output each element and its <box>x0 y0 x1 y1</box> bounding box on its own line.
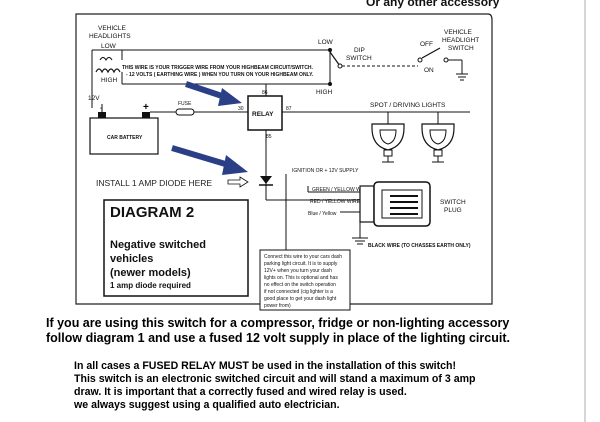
dip-switch-lever <box>329 51 341 67</box>
diode-icon <box>260 176 272 184</box>
twelve-volt-label: 12V <box>88 95 100 102</box>
dip-switch-label-2: SWITCH <box>346 55 372 62</box>
legend-line-2: vehicles <box>110 253 153 265</box>
ignition-label: IGNITION OR + 12V SUPPLY <box>292 168 359 174</box>
high-right-label: HIGH <box>316 89 333 96</box>
rules-line-1: In all cases a FUSED RELAY MUST be used … <box>74 360 457 372</box>
install-diode-label: INSTALL 1 AMP DIODE HERE <box>96 178 212 188</box>
low-right-label: LOW <box>318 39 334 46</box>
relay-rules-note: In all cases a FUSED RELAY MUST be used … <box>74 360 574 412</box>
vehicle-headlights-label-2: HEADLIGHTS <box>89 33 131 40</box>
dash-note-box <box>259 249 351 311</box>
black-wire-label: BLACK WIRE (TO CHASSES EARTH ONLY) <box>368 243 471 249</box>
car-battery <box>89 117 159 155</box>
pin-86-label: 86 <box>262 90 268 96</box>
hollow-arrow-icon <box>227 176 249 188</box>
headlight-switch-label-2: HEADLIGHT <box>442 37 479 44</box>
spot-light-1-icon <box>371 123 405 157</box>
headlight-filament-icon <box>95 68 121 74</box>
high-label: HIGH <box>101 77 118 84</box>
headlight-switch-label-3: SWITCH <box>448 45 474 52</box>
vehicle-headlights-label-1: VEHICLE <box>98 25 126 32</box>
dash-note-line-1: Connect this wire to your cars dash <box>264 254 342 260</box>
headlight-switch-label-1: VEHICLE <box>444 29 472 36</box>
dash-note-line-5: no effect on the switch operation <box>264 282 336 288</box>
trigger-note-line-2: - 12 VOLTS ( EARTHING WIRE ) WHEN YOU TU… <box>126 72 314 78</box>
switch-plug-label-2: PLUG <box>444 207 462 214</box>
switch-plug-label-1: SWITCH <box>440 199 466 206</box>
rules-line-2: This switch is an electronic switched ci… <box>74 373 476 385</box>
dash-note-line-2: parking light circuit. It is to supply <box>264 261 338 267</box>
spot-lights-label: SPOT / DRIVING LIGHTS <box>370 102 446 109</box>
relay <box>247 95 283 131</box>
pin-85-label: 85 <box>266 134 272 140</box>
rules-line-4: we always suggest using a qualified auto… <box>74 399 340 411</box>
battery-minus: - <box>100 105 102 112</box>
off-label: OFF <box>420 41 433 48</box>
switch-plug-icon <box>359 181 431 227</box>
spot-light-2-icon <box>421 123 455 157</box>
low-label: LOW <box>101 43 117 50</box>
fuse <box>175 108 195 116</box>
arrow-to-relay-icon <box>185 81 242 106</box>
diagram-frame <box>75 13 493 305</box>
dash-note-line-3: 12V+ when you turn your dash <box>264 268 332 274</box>
trigger-note-line-1: THIS WIRE IS YOUR TRIGGER WIRE FROM YOUR… <box>122 65 314 71</box>
dip-switch-label-1: DIP <box>354 47 365 54</box>
green-yellow-label: GREEN / YELLOW WIRE <box>312 187 370 193</box>
legend-line-1: Negative switched <box>110 239 206 251</box>
dash-note-line-8: power from) <box>264 303 291 309</box>
pin-30-label: 30 <box>238 106 244 112</box>
diagram-title: DIAGRAM 2 <box>110 204 194 221</box>
compressor-note: If you are using this switch for a compr… <box>46 316 586 346</box>
rules-line-3: draw. It is important that a correctly f… <box>74 386 407 398</box>
headlight-filament-2-icon <box>99 57 113 61</box>
car-battery-label: CAR BATTERY <box>107 135 143 141</box>
legend-small: 1 amp diode required <box>110 281 191 290</box>
blue-yellow-label: Blue / Yellow <box>308 211 337 217</box>
dash-note-line-7: good place to get your dash light <box>264 296 337 302</box>
arrow-to-diode-icon <box>171 145 248 175</box>
pin-87-label: 87 <box>286 106 292 112</box>
dash-note-line-4: lights on. This is optional and has <box>264 275 338 281</box>
legend-line-3: (newer models) <box>110 267 191 279</box>
diagram-label-box <box>103 199 249 297</box>
battery-plus: + <box>143 102 149 113</box>
relay-label: RELAY <box>252 111 274 118</box>
compressor-note-line-2: follow diagram 1 and use a fused 12 volt… <box>46 331 510 345</box>
headlight-switch-lever <box>421 47 441 59</box>
header-partial-text: Or any other accessory <box>366 0 500 9</box>
fuse-label: FUSE <box>178 101 192 107</box>
compressor-note-line-1: If you are using this switch for a compr… <box>46 316 510 330</box>
on-label: ON <box>424 67 434 74</box>
red-yellow-label: RED / YELLOW WIRE <box>310 199 361 205</box>
dash-note-line-6: if not connected (cig lighter is a <box>264 289 333 295</box>
